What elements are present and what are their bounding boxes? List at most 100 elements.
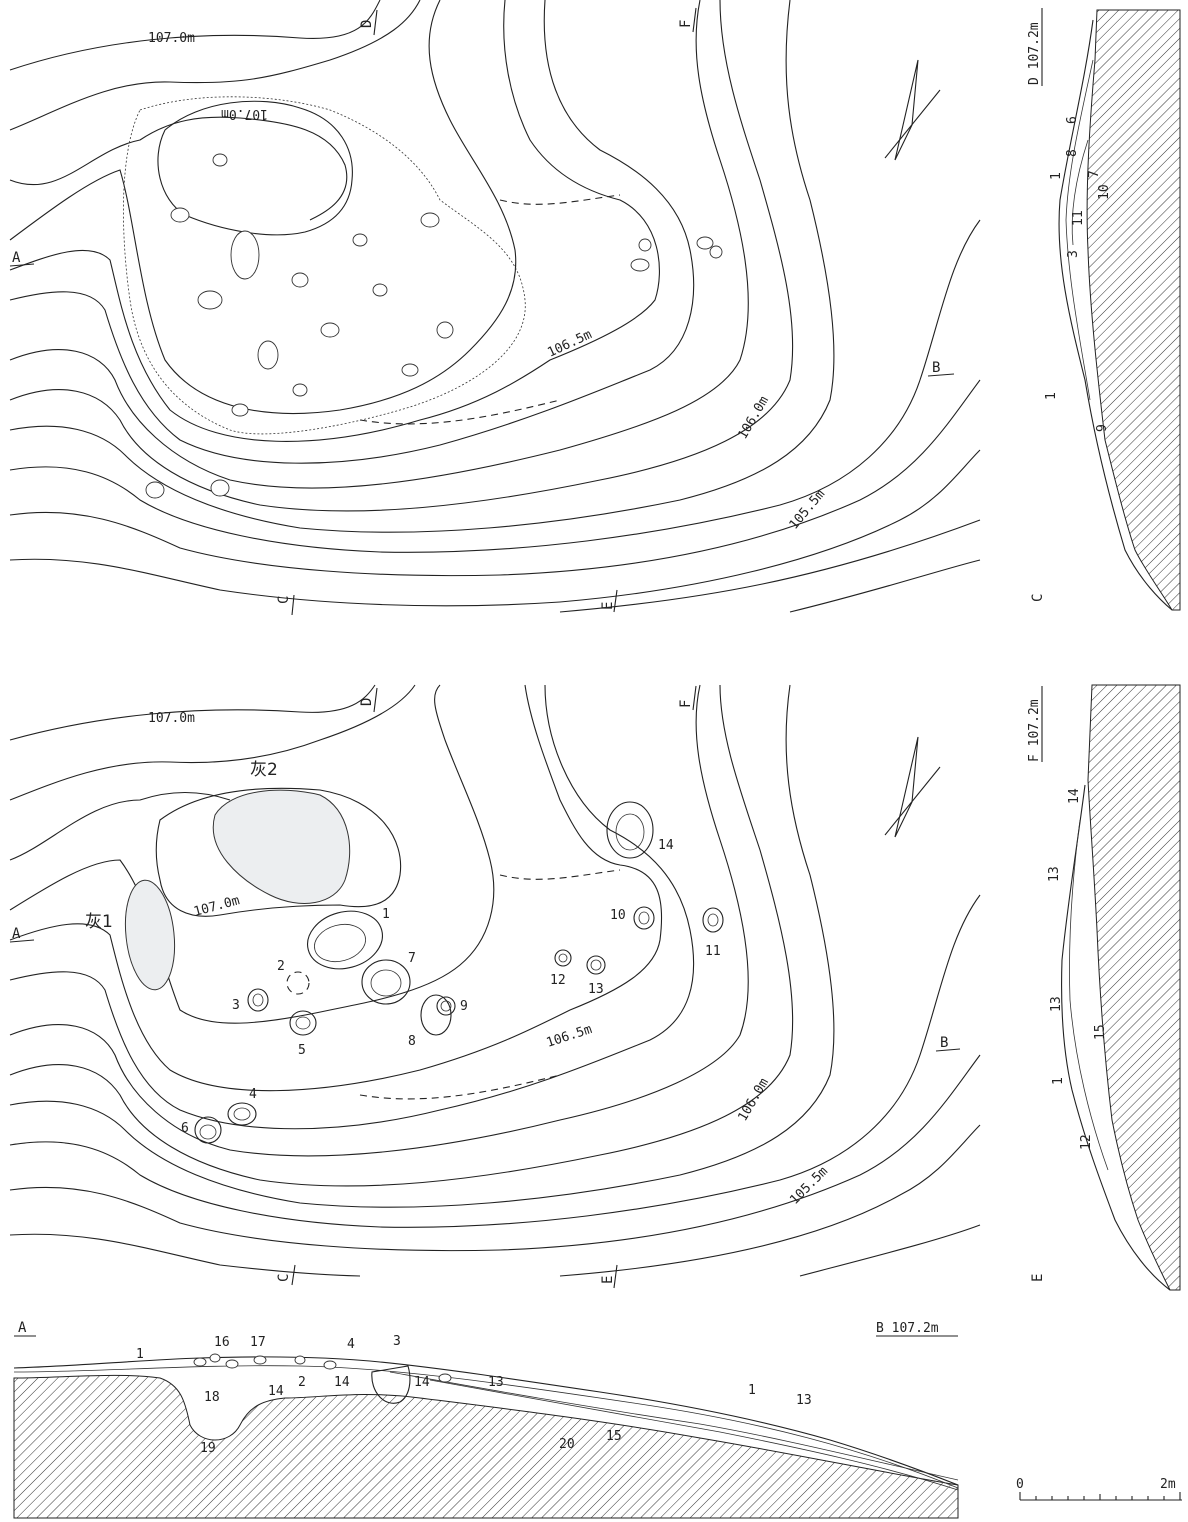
contour-line xyxy=(9,1054,981,1252)
layer-label: 17 xyxy=(250,1335,266,1350)
layer-label: 1 xyxy=(748,1383,756,1398)
pit-label: 4 xyxy=(249,1087,257,1102)
section-marker-d: D xyxy=(359,20,375,28)
pit-13 xyxy=(586,955,606,975)
contour-line xyxy=(155,787,402,917)
pit-7 xyxy=(361,959,411,1005)
section-ab: A B 107.2m 1 16 17 4 3 18 2 14 14 14 13 … xyxy=(13,1320,959,1519)
contour-line xyxy=(9,0,381,71)
pit-8 xyxy=(420,994,452,1036)
layer-label: 14 xyxy=(414,1375,430,1390)
section-title: D 107.2m xyxy=(1027,22,1042,85)
contour-label: 107.0m xyxy=(148,31,195,46)
ash-label-1: 灰1 xyxy=(85,912,113,932)
layer-label: 18 xyxy=(204,1390,220,1405)
contour-label: 107.0m xyxy=(148,711,195,726)
contour-label: 105.5m xyxy=(787,1164,831,1208)
stone-cluster xyxy=(123,96,723,499)
layer-label: 1 xyxy=(1049,172,1064,180)
pit-3 xyxy=(247,988,269,1012)
layer-label: 1 xyxy=(1051,1077,1066,1085)
contour-label: 106.5m xyxy=(545,1022,594,1051)
ash-area-1 xyxy=(124,879,176,991)
section-marker-a: A xyxy=(12,926,21,942)
layer-label: 2 xyxy=(298,1375,306,1390)
contour-line xyxy=(9,684,695,1130)
pit-4 xyxy=(227,1102,257,1126)
pit-label: 2 xyxy=(277,959,285,974)
north-arrow-icon xyxy=(884,59,941,161)
contour-line xyxy=(9,1233,361,1277)
pit-label: 1 xyxy=(382,907,390,922)
north-arrow-icon xyxy=(884,736,941,838)
contour-line xyxy=(9,684,749,1157)
section-marker-f: F xyxy=(678,20,694,28)
contour-line xyxy=(9,684,495,1024)
contour-line-dashed xyxy=(359,1074,561,1100)
pit-label: 10 xyxy=(610,908,626,923)
contour-line xyxy=(9,0,749,489)
ash-area-2 xyxy=(212,789,351,904)
layer-label: 1 xyxy=(136,1347,144,1362)
stone-cluster xyxy=(193,1353,452,1383)
section-marker-c: C xyxy=(276,596,292,604)
contour-line xyxy=(789,559,981,613)
contour-line-dashed xyxy=(499,869,621,880)
contour-line xyxy=(9,0,660,442)
upper-plan: A B C D E F 107.0m 107.0m 106.5m 106.0m … xyxy=(9,0,981,616)
section-marker-b: B xyxy=(932,360,940,376)
scale-max: 2m xyxy=(1160,1477,1176,1492)
layer-label: 19 xyxy=(200,1441,216,1456)
pit-label: 14 xyxy=(658,838,674,853)
layer-label: 16 xyxy=(214,1335,230,1350)
contour-line xyxy=(9,449,981,607)
section-marker-e: E xyxy=(600,1276,616,1284)
contour-label: 107.0m xyxy=(221,106,268,121)
ash-label-2: 灰2 xyxy=(250,760,278,780)
layer-label: 13 xyxy=(796,1393,812,1408)
section-title: B 107.2m xyxy=(876,1321,939,1336)
section-marker-d: D xyxy=(359,698,375,706)
pit-label: 3 xyxy=(232,998,240,1013)
pit-label: 9 xyxy=(460,999,468,1014)
layer-label: 20 xyxy=(559,1437,575,1452)
pit-12 xyxy=(554,949,572,967)
layer-label: 15 xyxy=(606,1429,622,1444)
contour-line xyxy=(9,0,695,464)
contour-label: 106.0m xyxy=(735,1076,772,1124)
pit-9 xyxy=(436,996,456,1016)
contour-line xyxy=(9,684,416,801)
pit-label: 11 xyxy=(705,944,721,959)
pit-11 xyxy=(702,907,724,933)
layer-label: 8 xyxy=(1065,149,1080,157)
layer-label: 9 xyxy=(1095,424,1110,432)
contour-line xyxy=(9,0,794,512)
contour-line xyxy=(9,116,348,221)
contour-line-dashed xyxy=(359,399,561,425)
layer-label: 11 xyxy=(1071,210,1086,226)
pit-label: 7 xyxy=(408,951,416,966)
contour-line xyxy=(9,684,376,741)
layer-label: 12 xyxy=(1079,1134,1094,1150)
pit-1 xyxy=(307,910,383,970)
contour-line-dashed xyxy=(499,194,621,205)
section-dc: D 107.2m C 6 8 1 7 10 11 3 1 9 xyxy=(1027,8,1181,611)
contour-line xyxy=(559,519,981,613)
section-end-label: E xyxy=(1030,1274,1046,1282)
layer-label: 13 xyxy=(1047,866,1062,882)
contour-label: 105.5m xyxy=(787,487,829,533)
contour-line xyxy=(559,1124,981,1277)
layer-label: 14 xyxy=(268,1384,284,1399)
pit-label: 5 xyxy=(298,1043,306,1058)
lower-plan: 灰1 灰2 1 2 3 4 5 6 7 8 9 10 11 12 xyxy=(9,684,981,1289)
layer-label: 7 xyxy=(1087,170,1102,178)
pit-label: 13 xyxy=(588,982,604,997)
section-title: F 107.2m xyxy=(1027,699,1042,762)
contour-line xyxy=(9,0,421,131)
contour-line xyxy=(9,684,663,1092)
pit-label: 12 xyxy=(550,973,566,988)
pit-14 xyxy=(606,801,654,859)
section-fe: F 107.2m E 14 13 13 15 1 12 xyxy=(1027,684,1181,1291)
layer-label: 3 xyxy=(1066,250,1081,258)
layer-label: 3 xyxy=(393,1334,401,1349)
